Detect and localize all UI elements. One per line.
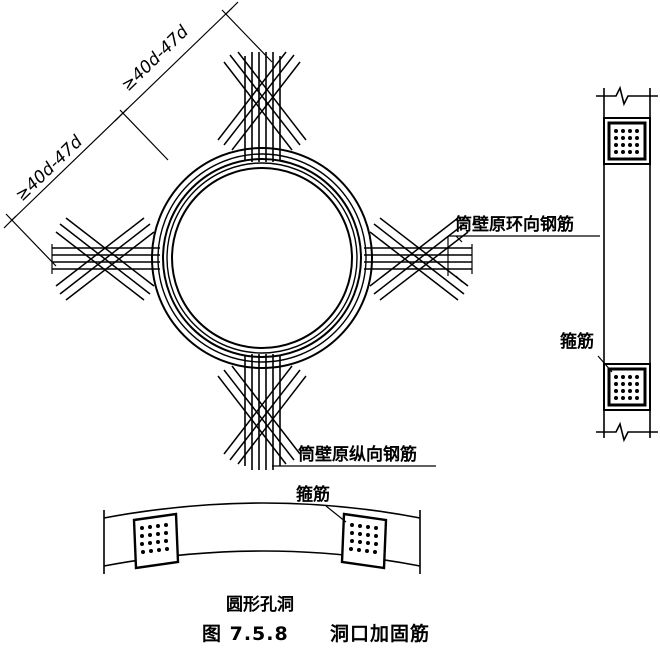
bar-end-marks bbox=[51, 235, 473, 283]
figure-title: 洞口加固筋 bbox=[330, 622, 430, 645]
upper-bar-dots bbox=[614, 129, 639, 154]
figure-number: 图 7.5.8 bbox=[202, 623, 289, 645]
label-circular-opening: 圆形孔洞 bbox=[226, 594, 294, 615]
label-longitudinal-bar: 筒壁原纵向钢筋 bbox=[298, 444, 417, 465]
dimension-label-upper: ≥40d-47d bbox=[118, 22, 193, 96]
label-hoop-bar: 筒壁原环向钢筋 bbox=[455, 214, 574, 235]
opening-edge bbox=[159, 155, 365, 361]
lower-bar-dots bbox=[614, 375, 639, 400]
hoop-rings bbox=[151, 147, 373, 369]
label-leaders bbox=[272, 235, 600, 467]
curved-wall-section bbox=[103, 502, 421, 574]
wall-section bbox=[596, 85, 658, 443]
left-bar-dots bbox=[140, 523, 169, 554]
label-stirrup-bottom: 箍筋 bbox=[296, 484, 330, 505]
label-stirrup-side: 箍筋 bbox=[560, 331, 594, 352]
dimension-lines bbox=[3, 1, 273, 267]
opening-plan-view bbox=[51, 51, 473, 470]
right-bar-dots bbox=[349, 523, 378, 554]
diagonal-bars bbox=[55, 51, 469, 465]
dimension-label-lower: ≥40d-47d bbox=[12, 132, 87, 206]
vertical-bars bbox=[244, 52, 281, 470]
